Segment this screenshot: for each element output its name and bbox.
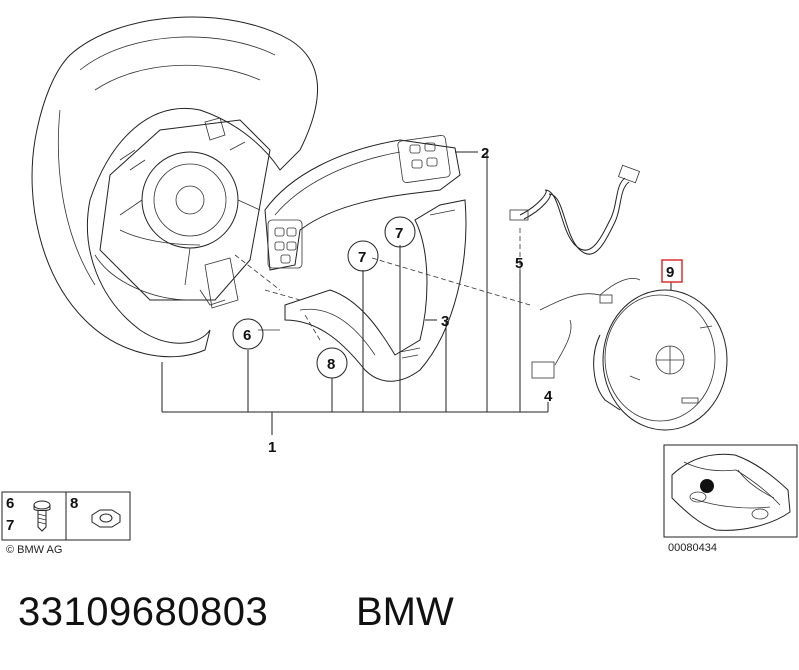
small-parts-legend: 6 7 8 © BMW AG bbox=[1, 491, 131, 556]
brand-name: BMW bbox=[356, 590, 454, 634]
airbag-module bbox=[531, 278, 728, 431]
callout-circle-6 bbox=[232, 318, 264, 350]
callout-7a[interactable]: 7 bbox=[358, 249, 366, 266]
callout-7b[interactable]: 7 bbox=[395, 225, 403, 242]
callout-circle-8 bbox=[316, 347, 348, 379]
legend-label-6: 6 bbox=[6, 495, 14, 512]
callout-9[interactable]: 9 bbox=[666, 264, 674, 281]
car-icon bbox=[671, 453, 791, 531]
trim-cover-buttons bbox=[264, 134, 461, 271]
highlight-box-9 bbox=[661, 259, 683, 283]
location-dot bbox=[700, 479, 714, 493]
vehicle-thumbnail: 00080434 bbox=[663, 444, 798, 554]
callout-1[interactable]: 1 bbox=[268, 439, 276, 456]
parts-diagram: 1 2 3 4 5 6 7 7 8 9 6 7 8 © BMW AG bbox=[1, 16, 798, 556]
lower-trim bbox=[284, 199, 467, 382]
callout-circle-7b bbox=[384, 216, 416, 248]
copyright: © BMW AG bbox=[6, 544, 62, 556]
callout-6[interactable]: 6 bbox=[243, 327, 251, 344]
steering-wheel bbox=[31, 16, 318, 358]
screw-icon bbox=[33, 500, 51, 532]
part-number: 33109680803 bbox=[18, 590, 269, 634]
nut-icon bbox=[91, 509, 121, 528]
leader-lines bbox=[161, 151, 672, 435]
callout-8[interactable]: 8 bbox=[327, 356, 335, 373]
legend-label-8: 8 bbox=[70, 495, 78, 512]
callout-5[interactable]: 5 bbox=[515, 255, 523, 272]
diagram-code: 00080434 bbox=[668, 542, 717, 554]
callout-2[interactable]: 2 bbox=[481, 145, 489, 162]
callout-3[interactable]: 3 bbox=[441, 313, 449, 330]
callout-4[interactable]: 4 bbox=[544, 388, 553, 405]
wiring-harness bbox=[509, 164, 641, 255]
callout-circle-7a bbox=[347, 240, 379, 272]
legend-label-7: 7 bbox=[6, 517, 14, 534]
